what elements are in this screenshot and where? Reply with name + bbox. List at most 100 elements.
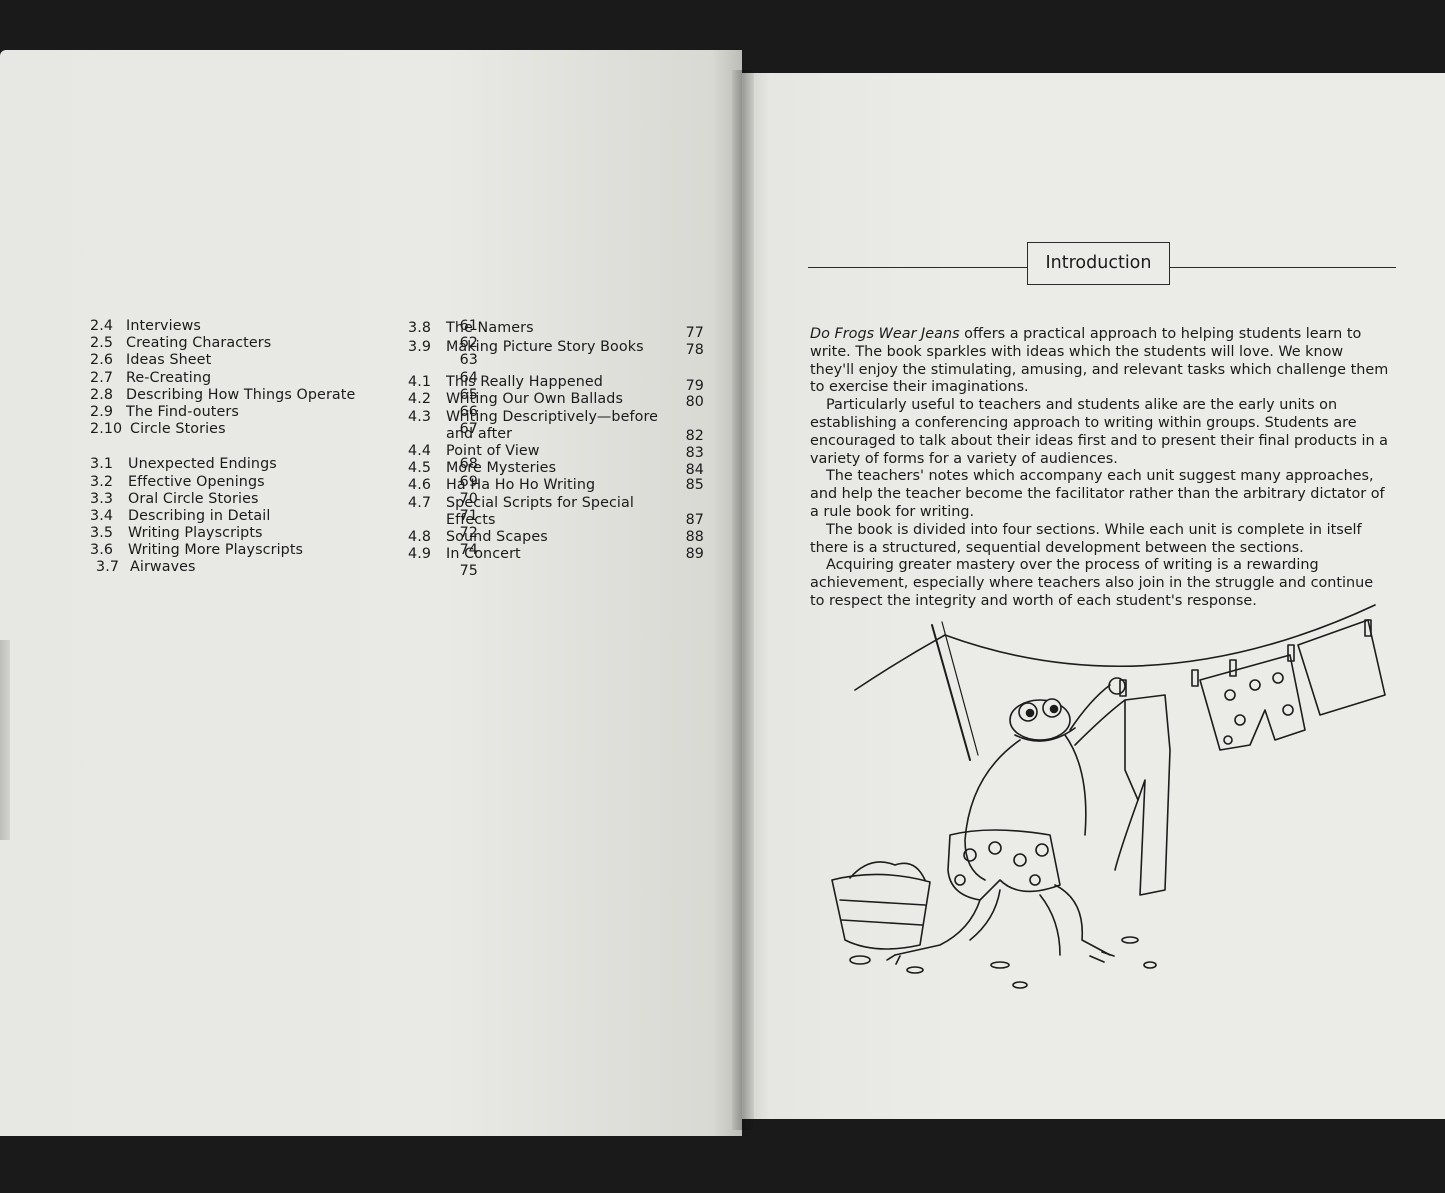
- page-edge: [0, 640, 10, 840]
- heading-rule-right: [1170, 267, 1396, 268]
- toc-entry: 4.1 This Really Happened 79: [408, 374, 708, 394]
- toc-entry: 2.7 Re-Creating 64: [90, 369, 478, 387]
- toc-title-continued: Effects: [446, 511, 496, 528]
- toc-number: 3.6: [90, 542, 114, 559]
- toc-page: 78: [685, 342, 704, 359]
- toc-entry: 2.9 The Find-outers 66: [90, 403, 478, 421]
- toc-title: Describing in Detail: [128, 507, 271, 524]
- toc-number: 3.5: [90, 525, 114, 542]
- paragraph-text: offers a practical approach to helping s…: [810, 326, 1389, 396]
- toc-page: 71: [459, 507, 478, 524]
- toc-number: 3.9: [408, 339, 432, 356]
- toc-number: 2.7: [90, 369, 114, 386]
- clothesline: [944, 604, 1376, 668]
- toc-number: 3.8: [408, 320, 432, 336]
- toc-page: 79: [685, 378, 704, 395]
- toc-title: The Find-outers: [126, 403, 239, 420]
- paragraph-5: Acquiring greater mastery over the proce…: [810, 557, 1374, 609]
- toc-title: More Mysteries: [446, 460, 557, 477]
- toc-page: 83: [685, 444, 704, 461]
- toc-title: Point of View: [446, 442, 540, 459]
- toc-page: 64: [459, 369, 478, 386]
- polka-dot-shorts: [1199, 654, 1306, 751]
- toc-entry: and after 82: [408, 425, 708, 444]
- frog-head: [1009, 699, 1071, 741]
- toc-number: 4.6: [408, 477, 432, 494]
- toc-title: Circle Stories: [130, 421, 226, 438]
- toc-page: 89: [685, 546, 704, 563]
- toc-page: 80: [685, 394, 704, 411]
- toc-entry: 3.6 Writing More Playscripts 74: [90, 542, 478, 559]
- toc-title: Writing More Playscripts: [128, 542, 304, 559]
- toc-title: Ideas Sheet: [126, 352, 212, 369]
- toc-page: 74: [459, 542, 478, 559]
- toc-number: 2.4: [90, 318, 114, 334]
- toc-number: 4.4: [408, 442, 432, 459]
- laundry-basket: [831, 873, 931, 950]
- frog-laundry-illustration: [831, 604, 1386, 989]
- toc-page: 61: [459, 318, 478, 334]
- toc-entry: 2.5 Creating Characters 62: [90, 335, 478, 352]
- toc-number: 4.8: [408, 528, 432, 545]
- toc-title: Making Picture Story Books: [446, 339, 644, 356]
- toc-title: Special Scripts for Special: [446, 494, 634, 511]
- toc-number: 4.1: [408, 374, 432, 391]
- clothesline-left: [854, 634, 946, 691]
- paragraph-4: The book is divided into four sections. …: [810, 521, 1362, 556]
- toc-title: Writing Playscripts: [128, 525, 263, 542]
- toc-number: 4.9: [408, 546, 432, 563]
- paragraph-1: Do Frogs Wear Jeans offers a practical a…: [810, 326, 1390, 397]
- paragraph-3: The teachers' notes which accompany each…: [810, 468, 1385, 520]
- toc-title-continued: and after: [446, 425, 513, 442]
- toc-title: Sound Scapes: [446, 528, 548, 545]
- toc-number: 3.7: [96, 559, 120, 576]
- toc-entry: 3.5 Writing Playscripts 72: [90, 525, 478, 542]
- toc-page: 70: [459, 490, 478, 507]
- toc-page: 67: [459, 421, 478, 438]
- toc-page: 66: [459, 403, 478, 420]
- toc-number: 3.3: [90, 490, 114, 507]
- heading-rule-left: [808, 267, 1027, 268]
- toc-title: This Really Happened: [446, 374, 603, 391]
- introduction-body: Do Frogs Wear Jeans offers a practical a…: [810, 326, 1390, 611]
- hanging-cloth: [1297, 619, 1386, 716]
- toc-page: 72: [459, 525, 478, 542]
- section-heading: Introduction: [808, 242, 1396, 288]
- frog-shorts: [947, 829, 1061, 901]
- toc-page: 69: [459, 473, 478, 490]
- toc-number: 4.7: [408, 494, 432, 511]
- toc-page: 68: [459, 456, 478, 473]
- toc-title: Oral Circle Stories: [128, 490, 259, 507]
- toc-entry: 4.8 Sound Scapes 88: [408, 529, 708, 546]
- paragraph-2: Particularly useful to teachers and stud…: [810, 397, 1388, 467]
- toc-number: 2.9: [90, 403, 114, 420]
- toc-number: 2.5: [90, 335, 114, 352]
- toc-page: 88: [685, 528, 704, 545]
- toc-title: Describing How Things Operate: [126, 386, 356, 403]
- toc-page: 82: [685, 427, 704, 444]
- book-title: Do Frogs Wear Jeans: [810, 326, 960, 342]
- toc-title: Re-Creating: [126, 369, 212, 386]
- toc-title: Creating Characters: [126, 335, 272, 352]
- toc-title: Ha Ha Ho Ho Writing: [446, 477, 596, 494]
- toc-page: 62: [459, 335, 478, 352]
- toc-entry: 3.9 Making Picture Story Books 78: [408, 337, 708, 359]
- toc-entry: 3.3 Oral Circle Stories 70: [90, 490, 478, 508]
- toc-number: 4.5: [408, 460, 432, 477]
- toc-entry: 4.7 Special Scripts for Special: [408, 495, 708, 512]
- left-page: [0, 50, 742, 1136]
